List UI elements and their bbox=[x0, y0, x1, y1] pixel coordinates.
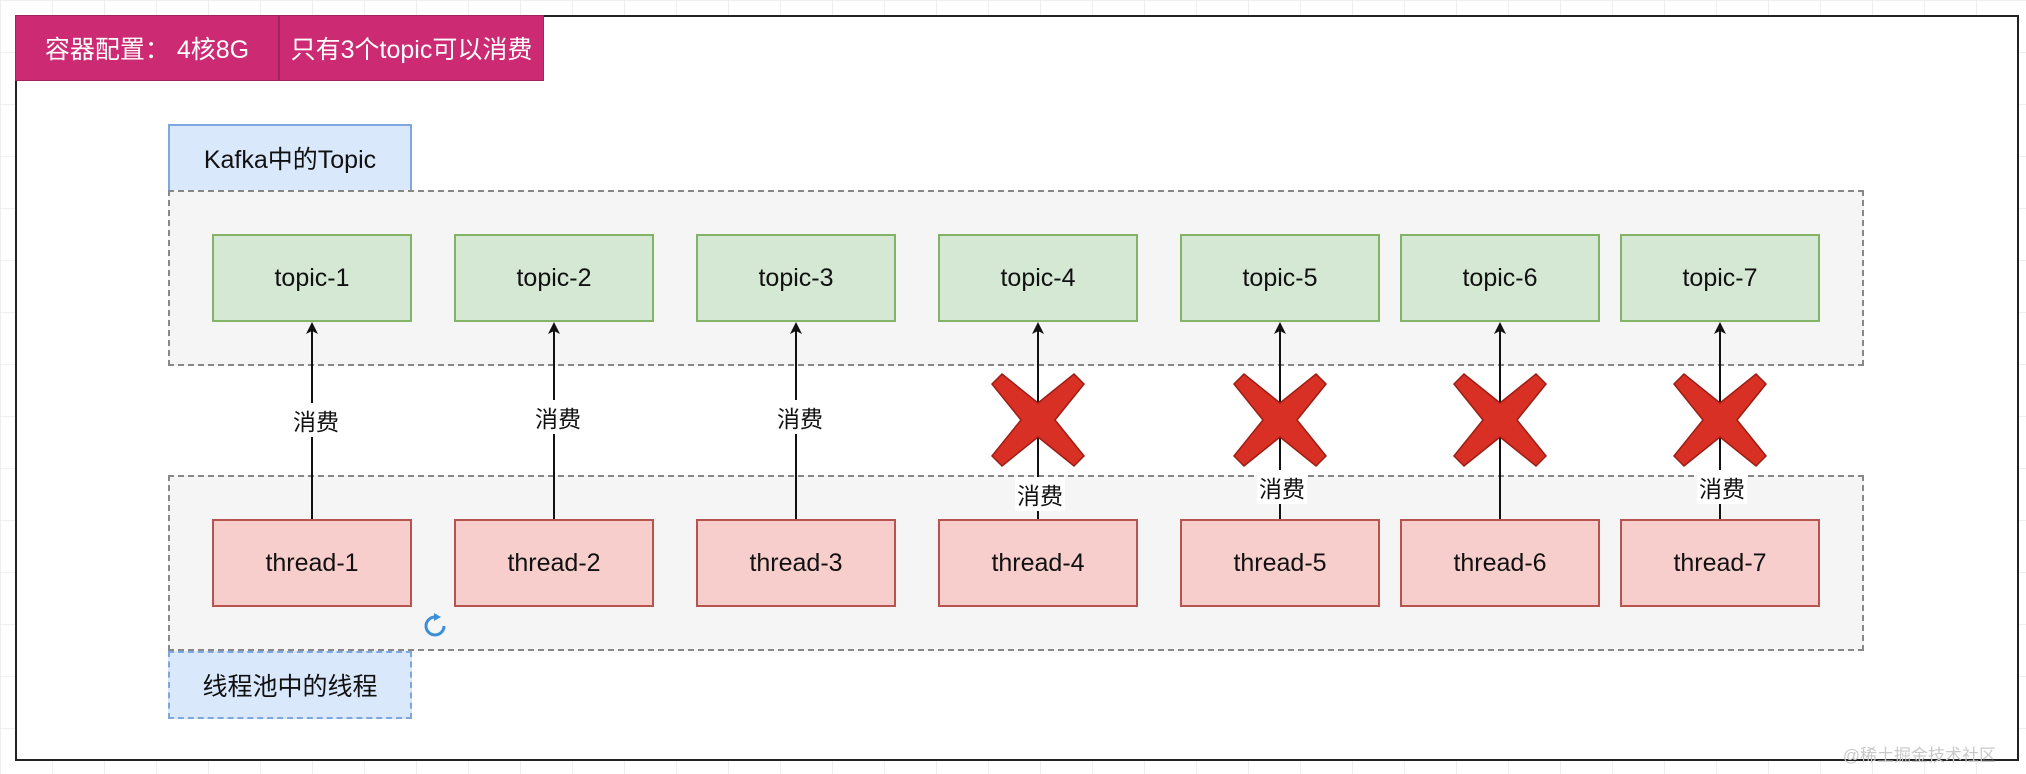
edge-label-2: 消费 bbox=[533, 400, 583, 434]
edge-label-7: 消费 bbox=[1697, 470, 1747, 504]
thread-node-7: thread-7 bbox=[1620, 519, 1820, 607]
refresh-icon[interactable] bbox=[422, 613, 448, 639]
topic-node-5: topic-5 bbox=[1180, 234, 1380, 322]
topic-node-2: topic-2 bbox=[454, 234, 654, 322]
edge-label-4: 消费 bbox=[1015, 477, 1065, 511]
red-x-icon bbox=[1232, 372, 1328, 468]
thread-node-2: thread-2 bbox=[454, 519, 654, 607]
thread-node-5: thread-5 bbox=[1180, 519, 1380, 607]
thread-node-3: thread-3 bbox=[696, 519, 896, 607]
topic-node-3: topic-3 bbox=[696, 234, 896, 322]
edge-label-1: 消费 bbox=[291, 403, 341, 437]
red-x-icon bbox=[990, 372, 1086, 468]
watermark: @稀土掘金技术社区 bbox=[1842, 746, 1996, 765]
thread-node-6: thread-6 bbox=[1400, 519, 1600, 607]
topic-node-6: topic-6 bbox=[1400, 234, 1600, 322]
topic-note-tag: 只有3个topic可以消费 bbox=[279, 15, 544, 81]
topic-node-1: topic-1 bbox=[212, 234, 412, 322]
thread-group-label: 线程池中的线程 bbox=[168, 651, 412, 719]
red-x-icon bbox=[1452, 372, 1548, 468]
edge-label-5: 消费 bbox=[1257, 470, 1307, 504]
topic-node-4: topic-4 bbox=[938, 234, 1138, 322]
edge-label-3: 消费 bbox=[775, 400, 825, 434]
thread-node-4: thread-4 bbox=[938, 519, 1138, 607]
container-config-tag: 容器配置： 4核8G bbox=[15, 15, 279, 81]
red-x-icon bbox=[1672, 372, 1768, 468]
topic-node-7: topic-7 bbox=[1620, 234, 1820, 322]
thread-node-1: thread-1 bbox=[212, 519, 412, 607]
